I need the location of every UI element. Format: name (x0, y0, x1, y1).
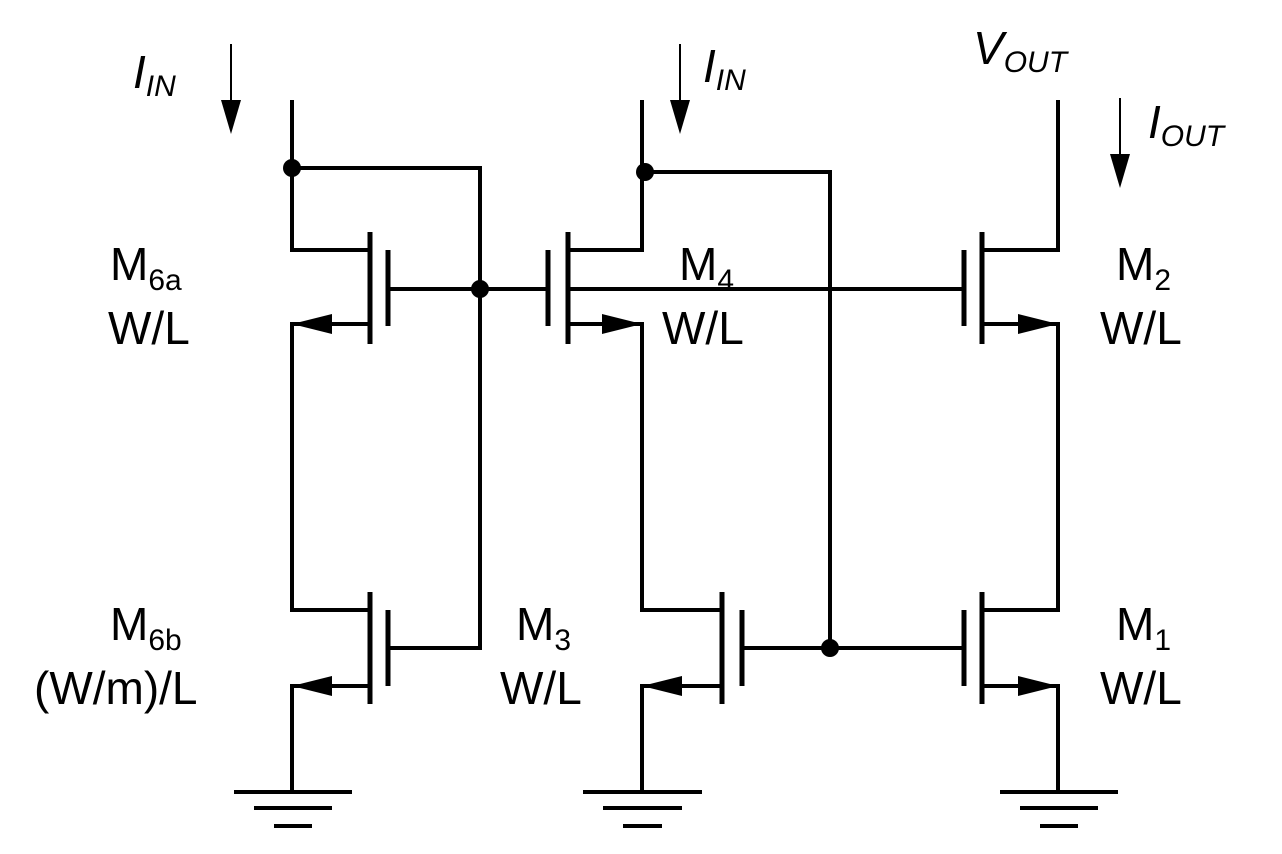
transistor-size-m6a: W/L (108, 302, 190, 354)
transistor-m1 (961, 592, 1060, 704)
label-iin-left: IIN (133, 46, 176, 103)
wire-m6a-m6b (290, 322, 372, 612)
wire-mid-feedback (640, 170, 832, 650)
current-arrow-left (221, 44, 241, 134)
wire-mid-input (566, 100, 644, 252)
junction-dot (283, 159, 301, 177)
transistor-m4 (545, 232, 644, 344)
wire-left-input (290, 100, 372, 252)
wire-output (980, 100, 1060, 252)
label-vout: VOUT (973, 22, 1070, 79)
ground-middle (583, 790, 702, 828)
arrow-down-icon (221, 100, 241, 134)
transistor-size-m1: W/L (1100, 662, 1182, 714)
transistor-name-m1: M1 (1116, 598, 1171, 657)
source-arrow-icon (292, 314, 332, 334)
source-arrow-icon (642, 676, 682, 696)
transistor-m6b (290, 592, 391, 704)
current-arrow-output (1110, 98, 1130, 188)
transistor-size-m6b: (W/m)/L (34, 662, 198, 714)
source-arrow-icon (602, 314, 642, 334)
transistor-m3 (642, 592, 745, 704)
transistor-name-m2: M2 (1116, 238, 1171, 297)
source-arrow-icon (1018, 314, 1058, 334)
transistor-m2 (961, 232, 1060, 344)
arrow-down-icon (670, 100, 690, 134)
wire-left-feedback (290, 166, 482, 650)
current-arrow-middle (670, 44, 690, 134)
transistor-size-m4: W/L (662, 302, 744, 354)
label-iin-middle: IIN (703, 40, 746, 97)
wire-m4-m3 (640, 322, 724, 612)
transistor-name-m3: M3 (516, 598, 571, 657)
ground-left (234, 790, 352, 828)
junction-dot (636, 163, 654, 181)
transistor-m6a (290, 232, 391, 344)
arrow-down-icon (1110, 154, 1130, 188)
junctions (283, 159, 839, 657)
ground-right (1000, 790, 1118, 828)
junction-dot (471, 280, 489, 298)
wires (290, 100, 1060, 792)
junction-dot (821, 639, 839, 657)
transistor-size-m2: W/L (1100, 302, 1182, 354)
transistor-size-m3: W/L (500, 662, 582, 714)
transistor-name-m4: M4 (679, 238, 734, 297)
transistor-name-m6b: M6b (110, 598, 182, 657)
transistor-name-m6a: M6a (110, 238, 182, 297)
source-arrow-icon (1018, 676, 1058, 696)
source-arrow-icon (292, 676, 332, 696)
wire-m2-m1 (980, 322, 1060, 612)
label-iout: IOUT (1148, 96, 1227, 153)
